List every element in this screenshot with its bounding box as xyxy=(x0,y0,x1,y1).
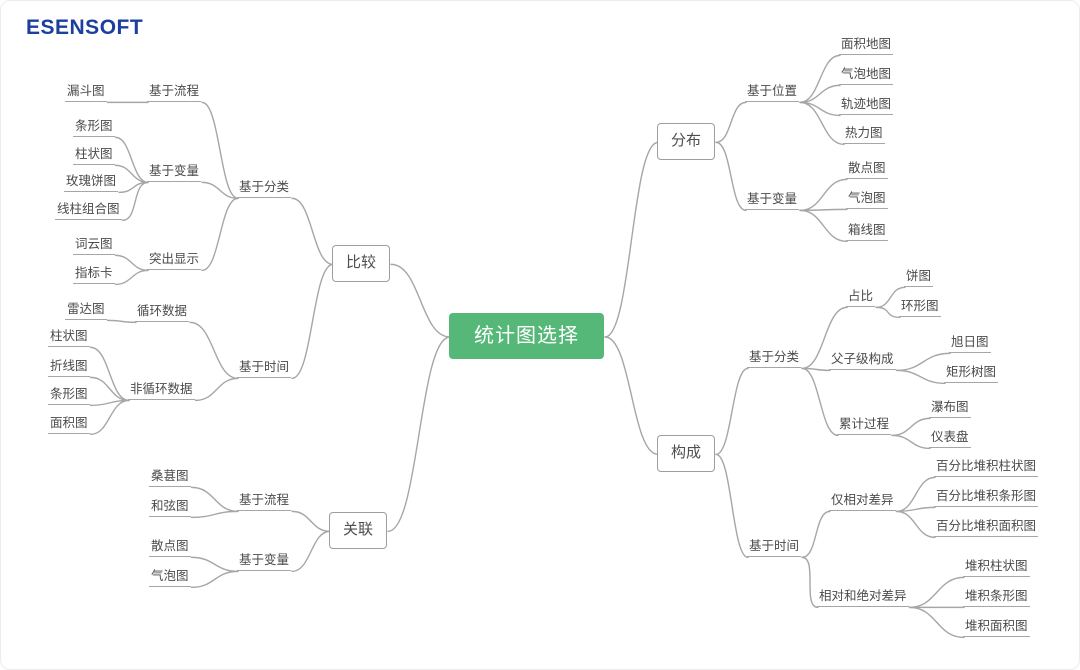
leaf-label: 玫瑰饼图 xyxy=(64,174,119,193)
mindmap-root: 统计图选择 xyxy=(449,313,604,359)
leaf-label: 百分比堆积面积图 xyxy=(934,519,1039,538)
subgroup-label: 父子级构成 xyxy=(829,352,896,371)
branch-composition: 构成 xyxy=(657,435,716,472)
leaf-label: 轨迹地图 xyxy=(839,97,894,116)
subgroup-label: 非循环数据 xyxy=(128,382,195,401)
leaf-label: 瀑布图 xyxy=(929,400,971,419)
subgroup-label: 基于流程 xyxy=(147,84,202,103)
leaf-label: 柱状图 xyxy=(48,329,90,348)
leaf-label: 堆积柱状图 xyxy=(963,559,1030,578)
leaf-label: 散点图 xyxy=(846,161,888,180)
group-label: 基于分类 xyxy=(237,180,292,199)
subgroup-label: 基于变量 xyxy=(147,164,202,183)
leaf-label: 面积地图 xyxy=(839,37,894,56)
leaf-label: 环形图 xyxy=(899,299,941,318)
subgroup-label: 占比 xyxy=(846,289,876,308)
leaf-label: 气泡地图 xyxy=(839,67,894,86)
leaf-label: 堆积面积图 xyxy=(963,619,1030,638)
subgroup-label: 突出显示 xyxy=(147,252,202,271)
leaf-label: 词云图 xyxy=(73,237,115,256)
leaf-label: 漏斗图 xyxy=(65,84,107,103)
group-label: 基于变量 xyxy=(745,192,800,211)
leaf-label: 和弦图 xyxy=(149,499,191,518)
leaf-label: 旭日图 xyxy=(949,335,991,354)
leaf-label: 箱线图 xyxy=(846,223,888,242)
group-label: 基于变量 xyxy=(237,553,292,572)
branch-distribution: 分布 xyxy=(657,123,716,160)
group-label: 基于时间 xyxy=(747,539,802,558)
leaf-label: 饼图 xyxy=(904,269,934,288)
leaf-label: 仪表盘 xyxy=(929,430,971,449)
esensoft-logo: ESENSOFT xyxy=(26,16,144,39)
leaf-label: 热力图 xyxy=(843,126,885,145)
group-label: 基于位置 xyxy=(745,84,800,103)
leaf-label: 矩形树图 xyxy=(944,365,999,384)
subgroup-label: 仅相对差异 xyxy=(829,493,896,512)
leaf-label: 气泡图 xyxy=(846,191,888,210)
subgroup-label: 循环数据 xyxy=(135,304,190,323)
subgroup-label: 相对和绝对差异 xyxy=(817,589,909,608)
leaf-label: 折线图 xyxy=(48,359,90,378)
leaf-label: 气泡图 xyxy=(149,569,191,588)
leaf-label: 散点图 xyxy=(149,539,191,558)
subgroup-label: 累计过程 xyxy=(837,417,892,436)
leaf-label: 桑葚图 xyxy=(149,469,191,488)
leaf-label: 面积图 xyxy=(48,416,90,435)
leaf-label: 柱状图 xyxy=(73,147,115,166)
leaf-label: 条形图 xyxy=(73,119,115,138)
branch-relation: 关联 xyxy=(329,512,388,549)
branch-compare: 比较 xyxy=(332,245,391,282)
leaf-label: 指标卡 xyxy=(73,266,115,285)
group-label: 基于分类 xyxy=(747,350,802,369)
leaf-label: 百分比堆积柱状图 xyxy=(934,459,1039,478)
leaf-label: 堆积条形图 xyxy=(963,589,1030,608)
leaf-label: 条形图 xyxy=(48,387,90,406)
leaf-label: 线柱组合图 xyxy=(55,202,122,221)
leaf-label: 百分比堆积条形图 xyxy=(934,489,1039,508)
group-label: 基于流程 xyxy=(237,493,292,512)
group-label: 基于时间 xyxy=(237,360,292,379)
leaf-label: 雷达图 xyxy=(65,302,107,321)
